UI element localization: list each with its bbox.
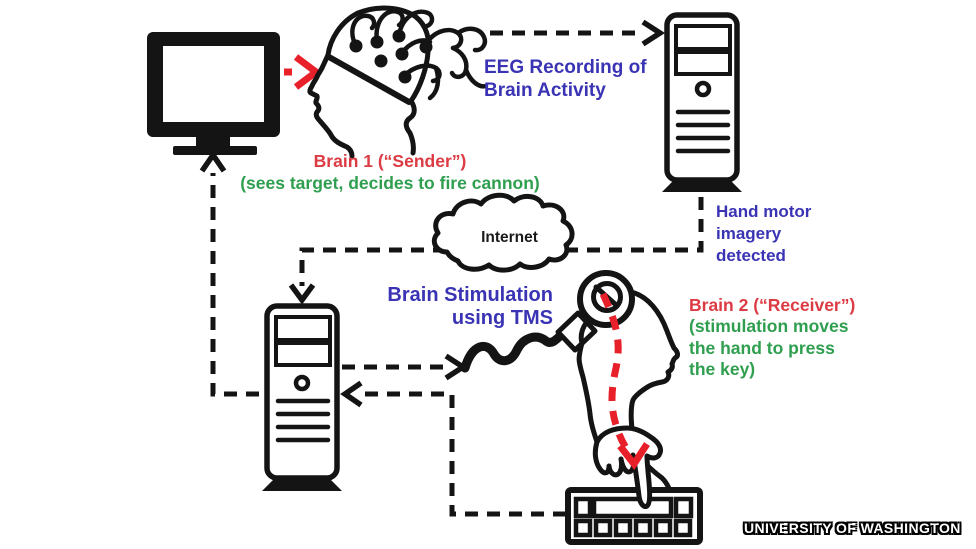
monitor-screen: [163, 46, 264, 122]
eeg-recording-label: EEG Recording of Brain Activity: [484, 57, 647, 101]
hand-motor-imagery-label: Hand motor imagery detected: [716, 202, 812, 265]
eeg-signal-arrow: [490, 19, 666, 47]
eeg-cap-edge: [326, 54, 412, 105]
brain2-receiver-label: Brain 2 (“Receiver”): [689, 295, 856, 315]
eeg-electrodes-icon: [349, 9, 489, 101]
tms-coil-icon: [460, 270, 635, 373]
tms-to-hand-arrow: [599, 292, 650, 471]
sender-head-icon: [307, 5, 489, 159]
brain-stimulation-label: Brain Stimulation using TMS: [387, 284, 553, 329]
internet-cloud-label: Internet: [481, 229, 538, 246]
tower2-to-tms-arrow: [342, 353, 469, 381]
computer-tower1-icon: [662, 12, 742, 192]
brain1-description-label: (sees target, decides to fire cannon): [240, 173, 540, 193]
power-button-icon: [293, 374, 311, 392]
monitor-icon: [147, 32, 280, 155]
power-button-icon: [694, 80, 712, 98]
brain2-description-label: (stimulation moves the hand to press the…: [689, 316, 849, 379]
keyboard-to-tower2-arrow: [340, 380, 566, 517]
brain1-sender-label: Brain 1 (“Sender”): [313, 151, 467, 171]
keyboard-icon: [565, 487, 703, 545]
university-watermark: UNIVERSITY OF WASHINGTON: [744, 520, 961, 536]
computer-tower2-icon: [262, 303, 342, 491]
internet-cloud-icon: [431, 192, 575, 273]
